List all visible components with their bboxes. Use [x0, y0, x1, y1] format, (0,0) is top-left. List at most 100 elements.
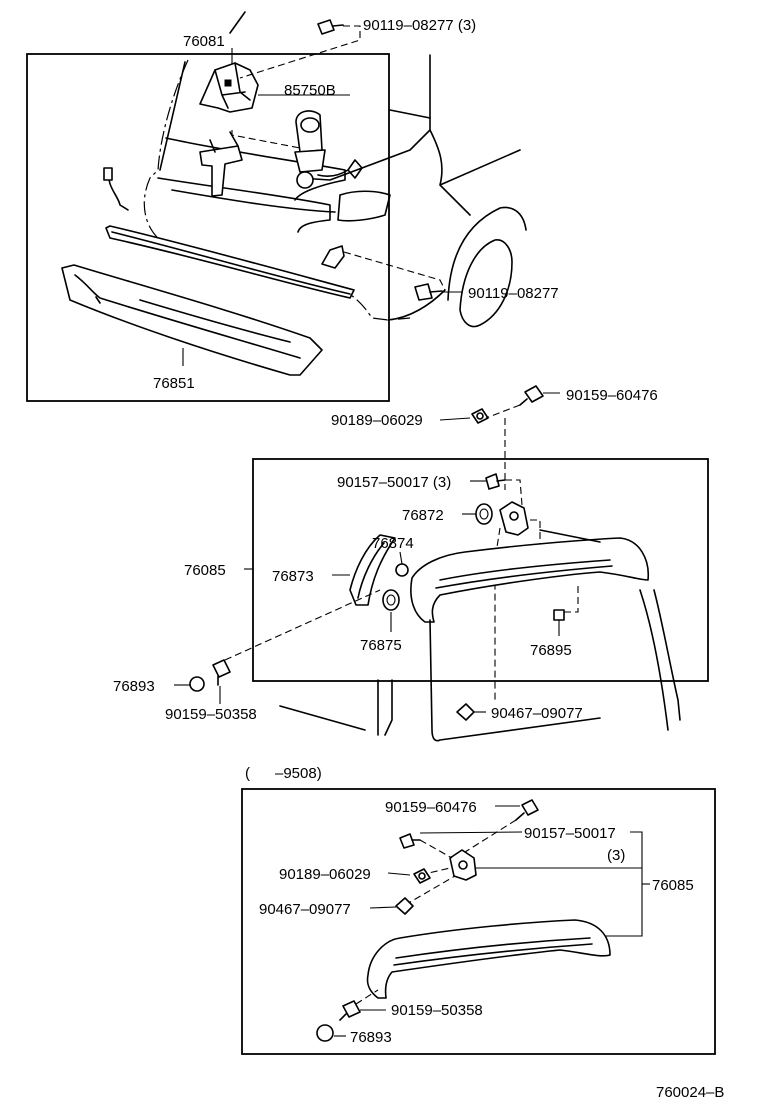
- wire-connector: [103, 167, 113, 181]
- tailgate-outline-right: [429, 619, 601, 742]
- dash-mount-bracket-2: [494, 527, 501, 700]
- vehicle-side-panel: [429, 129, 521, 216]
- rear-bumper-frame: [26, 53, 390, 402]
- cap-76893: [189, 676, 205, 692]
- label-90119-08277-3: 90119–08277 (3): [363, 17, 476, 34]
- license-bracket-detail: [214, 62, 251, 109]
- leader-inset-90157-50017: [419, 831, 523, 834]
- label-inset-caption: ( –9508): [245, 765, 322, 782]
- bracket-hole: [509, 511, 519, 521]
- cap-76874: [395, 563, 409, 577]
- label-76081: 76081: [183, 33, 225, 50]
- bolt-90157-50017: [485, 473, 506, 490]
- nut-90189-06029: [471, 408, 489, 424]
- inset-spoiler-groove: [393, 937, 593, 966]
- label-inset-90157-50017: 90157–50017: [524, 825, 616, 842]
- label-inset-76893: 76893: [350, 1029, 392, 1046]
- label-76085: 76085: [184, 562, 226, 579]
- label-76893: 76893: [113, 678, 155, 695]
- wheel-arch-inner: [459, 239, 513, 328]
- bolt-90119-08277-right: [414, 283, 443, 301]
- label-inset-3: (3): [607, 847, 625, 864]
- label-76874: 76874: [372, 535, 414, 552]
- reflector-strip-detail: [111, 231, 351, 295]
- vehicle-body-outline: [143, 59, 411, 321]
- tailgate-light-recess: [337, 190, 391, 222]
- bolt-90119-08277-top: [317, 19, 344, 35]
- rear-spoiler-frame: [252, 458, 709, 682]
- bumper-cover-detail: [74, 274, 301, 359]
- label-inset-90189-06029: 90189–06029: [279, 866, 371, 883]
- grommet-76872: [475, 503, 493, 525]
- grommet-76875-inner: [386, 594, 396, 606]
- grommet-76872-inner: [479, 508, 489, 520]
- license-bracket-76081: [199, 62, 259, 113]
- bracket-hole: [224, 79, 232, 87]
- nut-inset-90189-06029: [413, 868, 431, 884]
- sonar-bracket: [199, 145, 243, 197]
- tailgate-upper-line: [165, 137, 346, 201]
- label-90159-60476: 90159–60476: [566, 387, 658, 404]
- dash-bolt-90157: [505, 479, 523, 506]
- label-inset-90159-50358: 90159–50358: [391, 1002, 483, 1019]
- vehicle-roof-line: [159, 54, 431, 181]
- dash-clip-76895: [564, 585, 579, 613]
- dash-inset-90159-50358: [355, 989, 379, 1005]
- dash-90159-50358: [224, 589, 381, 661]
- inset-cap-76893: [316, 1024, 334, 1042]
- wheel-arch: [447, 206, 527, 301]
- leader-inset-90189-06029: [387, 872, 411, 876]
- label-76873: 76873: [272, 568, 314, 585]
- spoiler-edge: [539, 529, 601, 543]
- label-90157-50017-3: 90157–50017 (3): [337, 474, 451, 491]
- vehicle-window-edge: [229, 11, 431, 119]
- rear-spoiler-section: [174, 385, 709, 742]
- inset-frame: [241, 788, 716, 1055]
- leader-inset-90467-09077: [369, 906, 397, 909]
- dash-upper-spoiler: [485, 404, 521, 490]
- back-sonar-85750B: [294, 110, 363, 189]
- tailgate-outline-lower: [279, 679, 393, 736]
- gasket-76873-inner: [357, 542, 385, 599]
- bumper-bracket-right: [321, 245, 345, 269]
- body-pillar-right: [639, 589, 681, 731]
- bumper-cover-76851: [61, 264, 323, 376]
- rear-bumper-section: [26, 11, 527, 402]
- bumper-corner-line: [387, 289, 446, 321]
- spoiler-groove: [435, 559, 613, 589]
- label-inset-76085: 76085: [652, 877, 694, 894]
- bolt-90159-50358: [212, 659, 231, 686]
- leader-90189-06029: [439, 417, 471, 421]
- figure-code: 760024–B: [656, 1084, 724, 1101]
- label-90159-50358: 90159–50358: [165, 706, 257, 723]
- label-90467-09077: 90467–09077: [491, 705, 583, 722]
- rear-spoiler-76085: [410, 537, 649, 623]
- tailgate-lower-line: [157, 177, 336, 233]
- clip-76895: [553, 609, 565, 621]
- grommet-76875: [382, 589, 400, 611]
- part-labels: 76081 90119–08277 (3) 85750B 90119–08277…: [113, 17, 724, 1101]
- inset-bracket-hole: [458, 860, 468, 870]
- label-76875: 76875: [360, 637, 402, 654]
- label-inset-90467-09077: 90467–09077: [259, 901, 351, 918]
- label-inset-90159-60476: 90159–60476: [385, 799, 477, 816]
- label-76895: 76895: [530, 642, 572, 659]
- clip-90467-09077: [456, 703, 475, 721]
- leader-bolt-right: [343, 251, 446, 291]
- label-90119-08277: 90119–08277: [468, 285, 559, 302]
- bracket-edge: [209, 131, 239, 153]
- label-90189-06029: 90189–06029: [331, 412, 423, 429]
- bolt-90159-60476: [519, 385, 544, 406]
- bolt-inset-90159-50358: [339, 1000, 361, 1021]
- bolt-inset-90157-50017: [399, 833, 421, 849]
- inset-rear-spoiler: [366, 919, 611, 999]
- label-76872: 76872: [402, 507, 444, 524]
- bolt-inset-90159-60476: [515, 799, 539, 821]
- inset-clip-90467-09077: [395, 897, 414, 915]
- leader-76874: [399, 551, 403, 565]
- label-76851: 76851: [153, 375, 195, 392]
- label-85750B: 85750B: [284, 82, 336, 99]
- leader-sonar-bracket: [231, 130, 301, 149]
- inset-section: [241, 788, 716, 1055]
